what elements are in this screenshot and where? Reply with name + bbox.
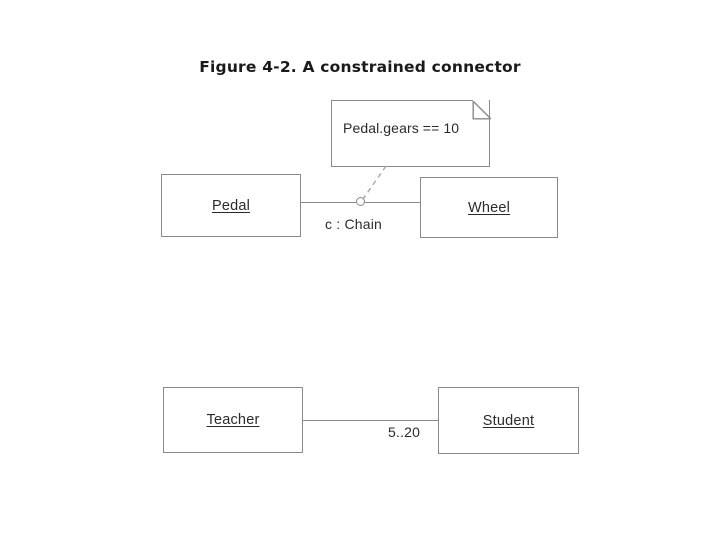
part-label-student: Student — [482, 412, 535, 429]
figure-title: Figure 4-2. A constrained connector — [199, 58, 521, 76]
part-label-pedal: Pedal — [211, 197, 251, 214]
part-box-pedal[interactable]: Pedal — [161, 174, 301, 237]
constraint-note: Pedal.gears == 10 — [331, 100, 492, 167]
multiplicity-label: 5..20 — [388, 424, 421, 440]
constraint-leader-line — [350, 160, 398, 208]
connector-anchor-circle-icon — [356, 197, 365, 206]
part-label-wheel: Wheel — [467, 199, 511, 216]
note-top-edge — [331, 100, 473, 101]
constraint-expression: Pedal.gears == 10 — [343, 120, 460, 136]
part-box-teacher[interactable]: Teacher — [163, 387, 303, 453]
part-box-wheel[interactable]: Wheel — [420, 177, 558, 238]
connector-teacher-student[interactable] — [302, 420, 438, 422]
note-folded-corner-icon — [472, 100, 492, 120]
part-label-teacher: Teacher — [206, 412, 260, 428]
part-box-student[interactable]: Student — [438, 387, 579, 454]
note-body — [331, 100, 490, 167]
connector-label-chain: c : Chain — [325, 216, 383, 232]
